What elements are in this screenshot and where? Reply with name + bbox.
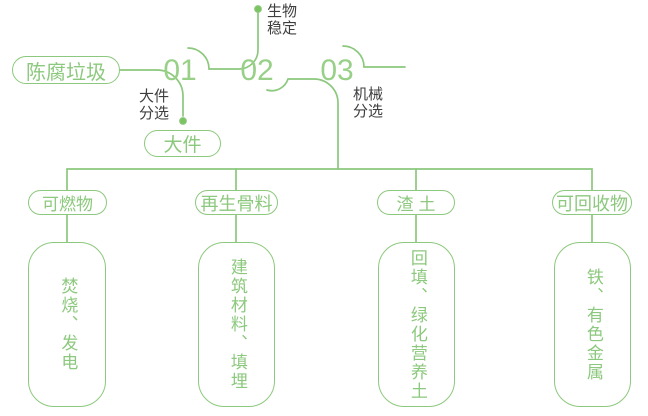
node-recycled-aggregate: 再生骨料 (195, 190, 278, 215)
result-box-combustibles: 焚烧、发电 (28, 242, 106, 407)
node-bulky-items: 大件 (144, 130, 221, 157)
label-bio-stabilization: 生物稳定 (267, 3, 298, 37)
result-box-aggregate: 建筑材料、填埋 (198, 242, 275, 407)
result-text-incineration: 焚烧、发电 (58, 277, 78, 372)
dot-dajian-endpoint (179, 117, 187, 125)
node-slag-soil: 渣土 (377, 190, 455, 215)
dot-biostable-endpoint (254, 5, 262, 13)
result-text-backfill: 回填、绿化营养土 (407, 248, 427, 401)
distribution-rail (66, 168, 593, 191)
node-combustibles: 可燃物 (28, 190, 107, 215)
line-step2-to-step3 (266, 78, 339, 170)
line-step3-tail (342, 45, 406, 68)
label-bulky-sorting: 大件分选 (139, 88, 170, 122)
step-number-2: 02 (240, 54, 274, 87)
result-box-recyclables: 铁、有色金属 (554, 242, 631, 407)
step-number-1: 01 (163, 54, 197, 87)
node-recyclables: 可回收物 (552, 190, 632, 215)
result-box-slag: 回填、绿化营养土 (378, 242, 455, 407)
step-number-3: 03 (320, 54, 354, 87)
label-mechanical-sorting: 机械分选 (353, 86, 384, 120)
line-step1-to-step2 (187, 12, 259, 70)
line-source-to-step1 (119, 69, 184, 117)
node-source: 陈腐垃圾 (12, 56, 120, 84)
result-text-building-material: 建筑材料、填埋 (227, 258, 247, 391)
result-text-metals: 铁、有色金属 (583, 267, 603, 382)
